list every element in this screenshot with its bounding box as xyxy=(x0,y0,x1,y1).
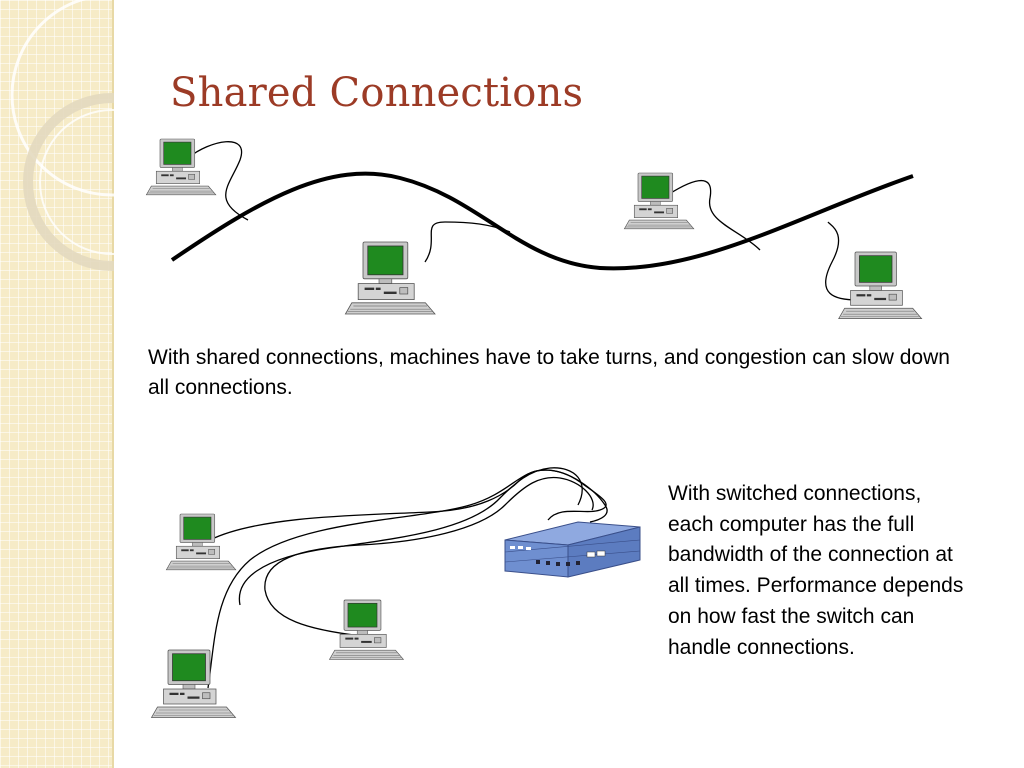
computer-icon xyxy=(624,172,695,230)
computer-icon xyxy=(838,251,922,319)
computer-icon xyxy=(329,599,404,660)
switch-cable xyxy=(207,469,608,689)
drop-cable xyxy=(424,221,511,263)
computer-icon xyxy=(344,241,436,315)
switch-cable xyxy=(238,467,583,606)
drop-cable xyxy=(662,180,761,251)
drop-cable xyxy=(825,221,859,301)
switch-cable xyxy=(264,476,594,637)
computer-icon xyxy=(151,649,236,718)
drop-cable xyxy=(187,141,249,221)
shared-bus-cable xyxy=(170,171,914,271)
decorative-rings xyxy=(10,0,114,271)
network-switch-icon xyxy=(504,521,641,578)
shared-caption: With shared connections, machines have t… xyxy=(148,346,950,399)
switched-caption: With switched connections, each computer… xyxy=(668,482,964,659)
computer-icon xyxy=(166,513,237,571)
sidebar-pattern xyxy=(0,0,114,768)
slide-title: Shared Connections xyxy=(170,70,584,116)
